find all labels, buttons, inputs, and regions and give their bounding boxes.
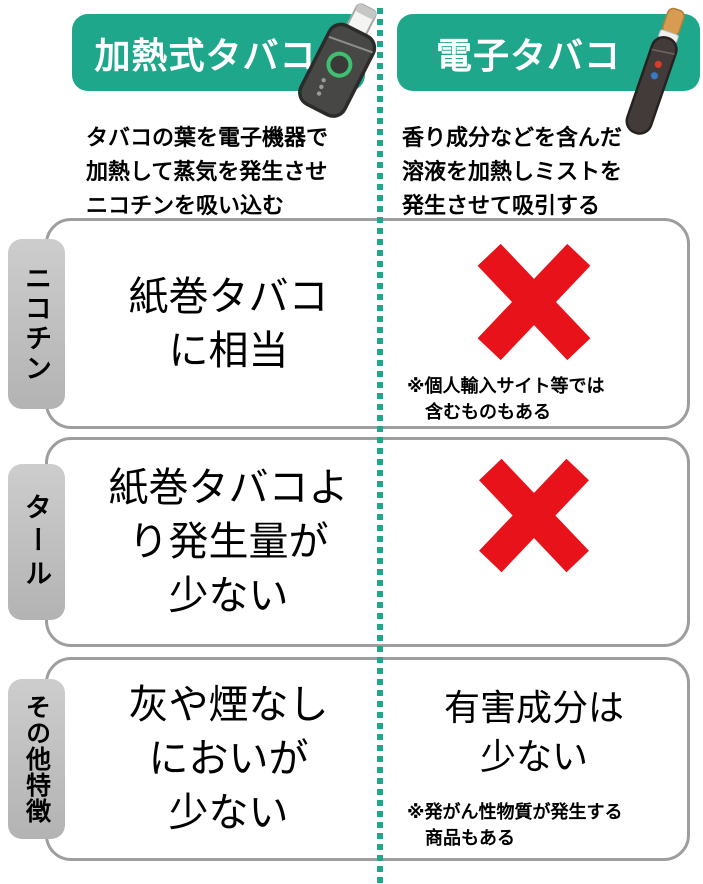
e-cigarette-title: 電子タバコ [435, 34, 621, 76]
other-heated-value: 灰や煙なし においが 少ない [128, 683, 329, 835]
table-row-nicotine: ニコチン 紙巻タバコ に相当 ※個人輸入サイト等では 含むものもある [8, 218, 690, 429]
row-label-tar: タール [8, 464, 65, 620]
red-x-icon [477, 243, 591, 361]
other-ecig-note: ※発がん性物質が発生する 商品もある [407, 802, 623, 849]
e-cigarette-description: 香り成分などを含んだ 溶液を加熱しミストを 発生させて吸引する [402, 125, 623, 218]
heated-tobacco-device-icon [298, 3, 377, 118]
heated-tobacco-description: タバコの葉を電子機器で 加熱して蒸気を発生させ ニコチンを吸い込む [86, 125, 329, 218]
nicotine-ecig-note: ※個人輸入サイト等では 含むものもある [407, 376, 605, 423]
other-ecig-value: 有害成分は 少ない [443, 687, 624, 777]
nicotine-ecig-cell: ※個人輸入サイト等では 含むものもある [381, 221, 687, 426]
heated-tobacco-title: 加熱式タバコ [94, 34, 317, 76]
tar-heated-value: 紙巻タバコよ り発生量が 少ない [108, 466, 349, 618]
table-row-tar: タール 紙巻タバコよ り発生量が 少ない [8, 437, 690, 647]
table-row-other-features: その他特徴 灰や煙なし においが 少ない 有害成分は 少ない ※発がん性物質が発… [8, 657, 690, 861]
header-badge-heated-tobacco: 加熱式タバコ [72, 14, 365, 91]
tar-ecig-cell [381, 440, 687, 644]
dotted-divider-line [377, 8, 383, 884]
other-ecig-cell: 有害成分は 少ない ※発がん性物質が発生する 商品もある [381, 660, 687, 858]
row-label-other-features: その他特徴 [8, 679, 65, 839]
red-x-icon [479, 458, 589, 573]
row-label-nicotine: ニコチン [8, 238, 65, 409]
vape-pen-icon [625, 7, 685, 135]
nicotine-heated-value: 紙巻タバコ に相当 [128, 274, 329, 373]
